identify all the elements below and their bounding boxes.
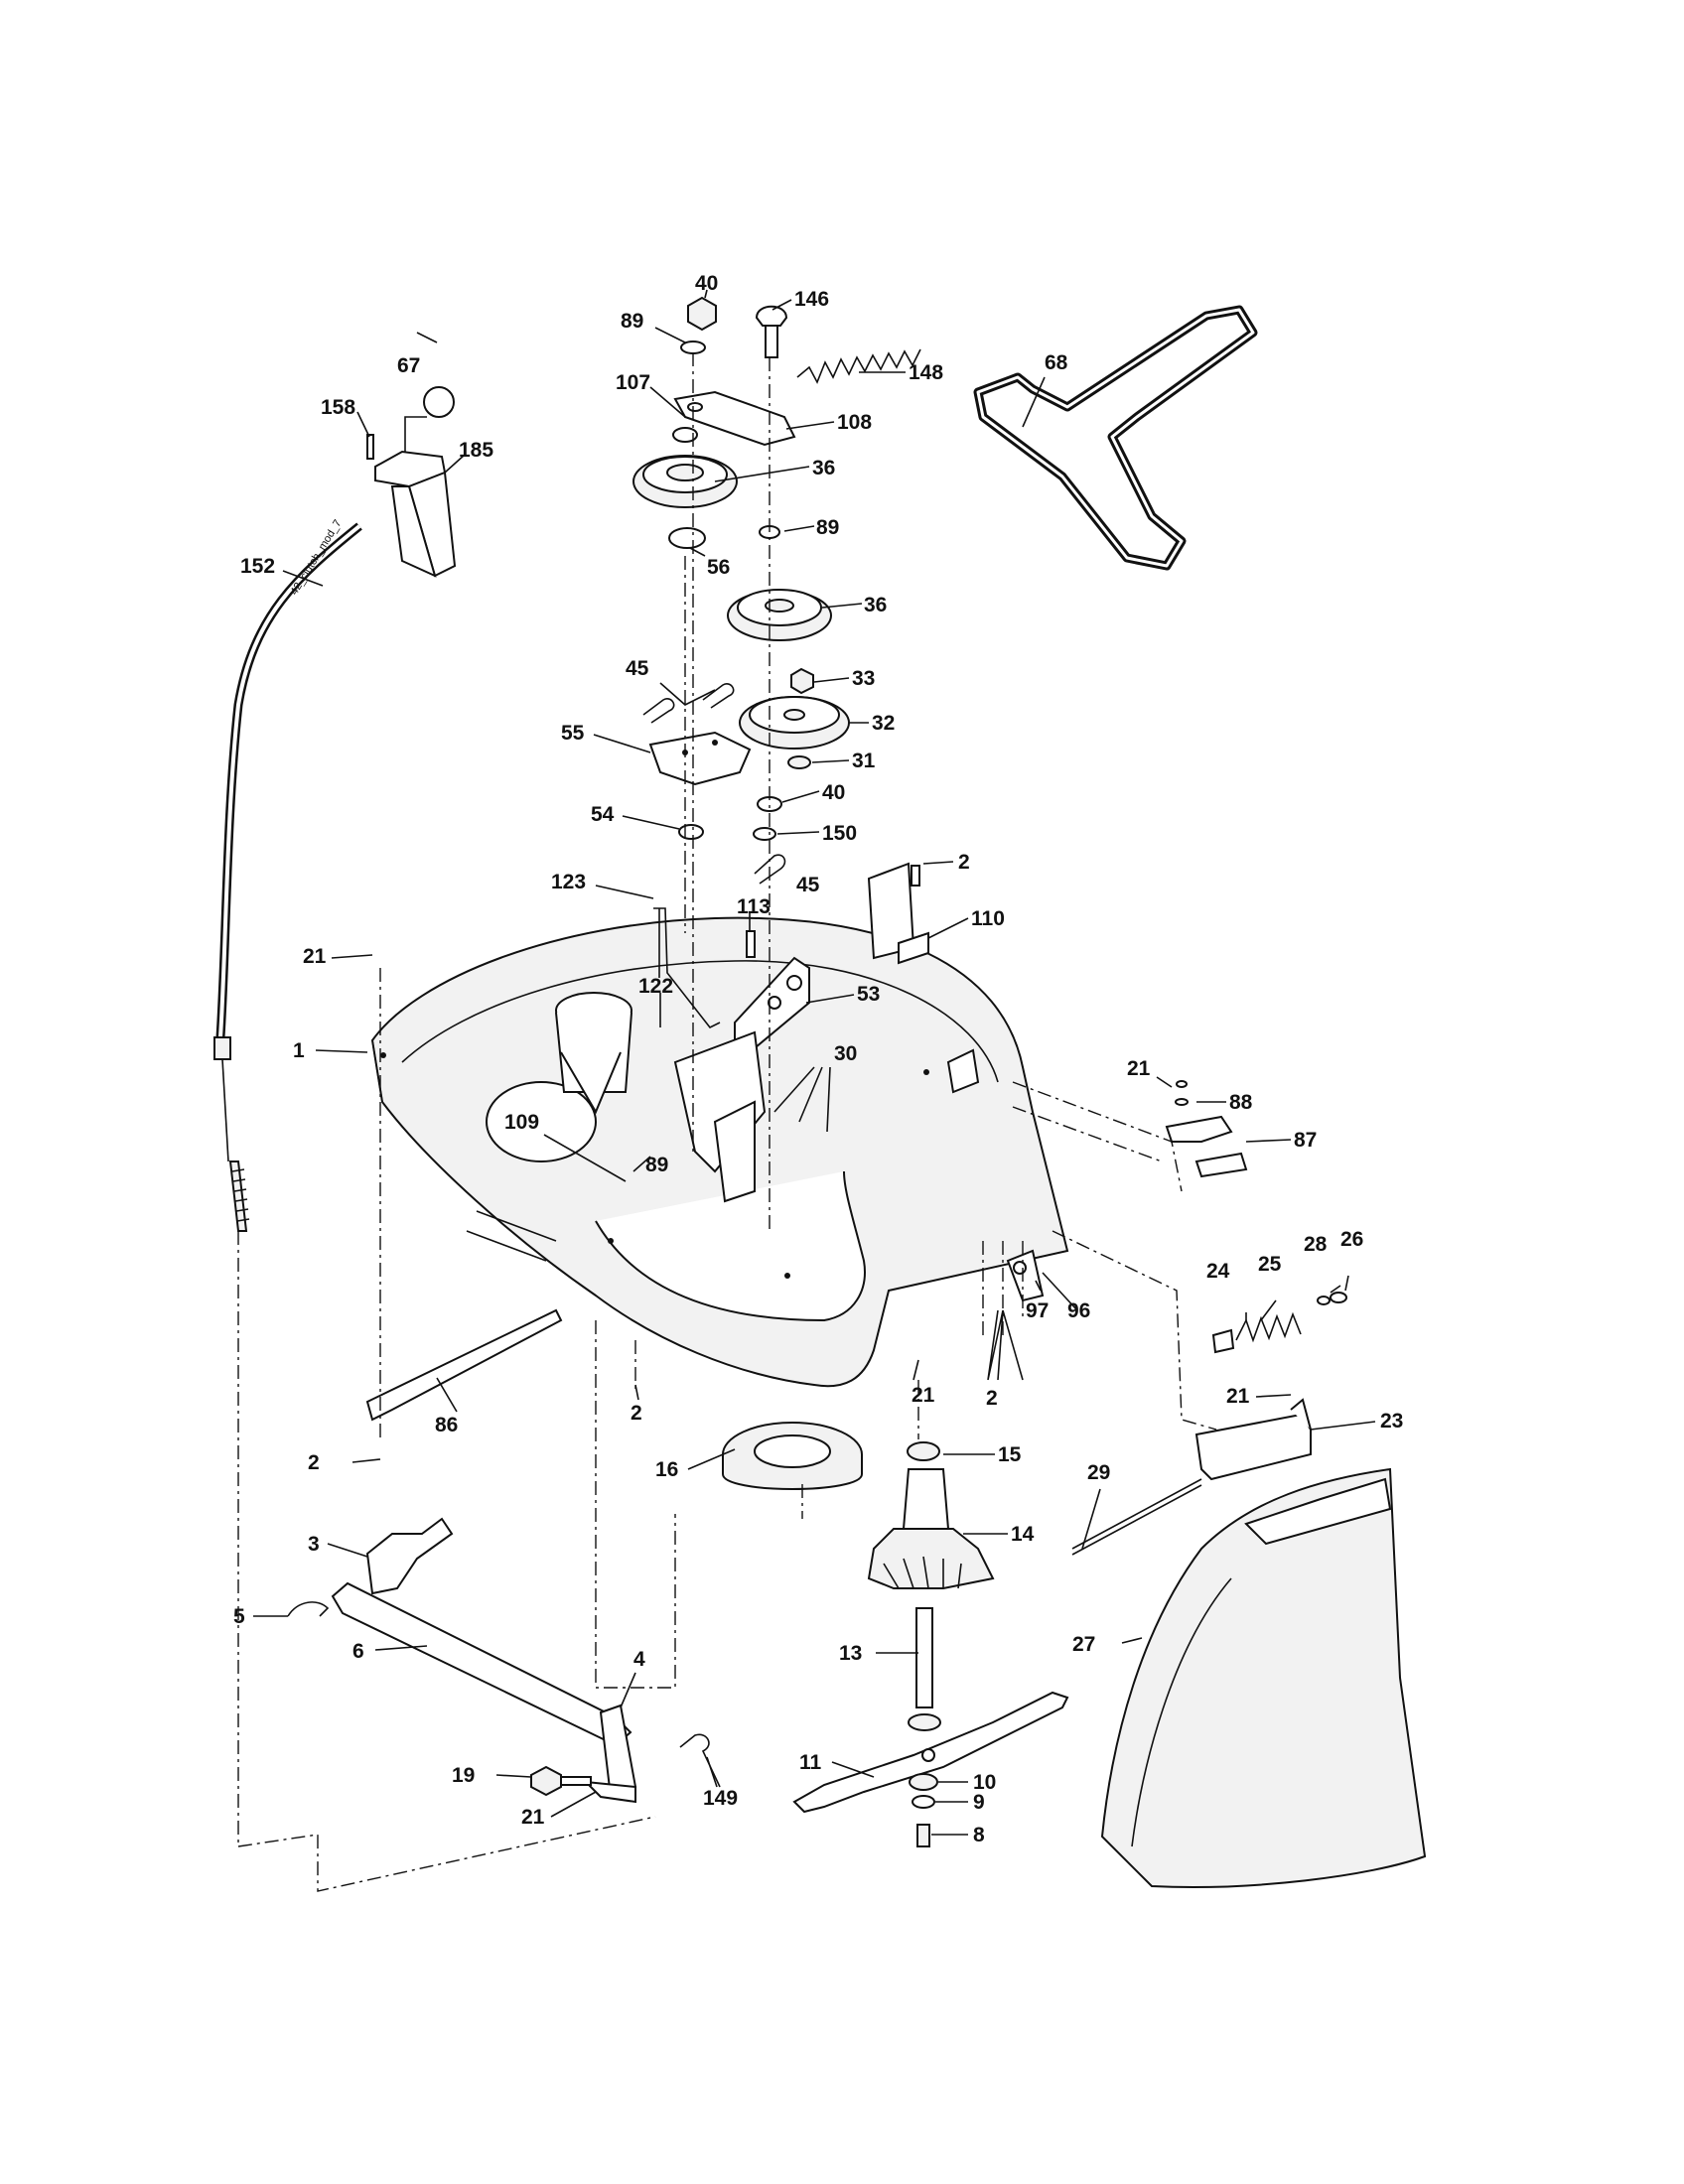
callout-15: 15 xyxy=(998,1443,1022,1466)
callout-31: 31 xyxy=(852,750,876,772)
leader-lines xyxy=(253,289,1376,1836)
callout-2: 2 xyxy=(308,1451,320,1474)
assembly-lines xyxy=(237,352,1217,1892)
callout-67: 67 xyxy=(397,354,420,377)
callout-107: 107 xyxy=(616,371,650,394)
callout-25: 25 xyxy=(1258,1253,1282,1276)
cable-model-text: 42_clutch_mod_7 xyxy=(288,518,344,598)
callout-110: 110 xyxy=(971,907,1005,930)
callout-30: 30 xyxy=(834,1042,857,1065)
callout-185: 185 xyxy=(459,439,493,462)
callout-26: 26 xyxy=(1340,1228,1363,1251)
callout-21: 21 xyxy=(1127,1057,1151,1080)
callout-5: 5 xyxy=(233,1605,245,1628)
deck-right-bracket xyxy=(946,1048,980,1094)
callout-53: 53 xyxy=(857,983,880,1006)
callout-148: 148 xyxy=(909,361,943,384)
upper-assembly xyxy=(632,296,929,1029)
bracket-96 xyxy=(1006,1249,1045,1302)
callout-36: 36 xyxy=(864,594,887,616)
callout-113: 113 xyxy=(737,895,771,918)
callout-2: 2 xyxy=(958,851,970,874)
callout-28: 28 xyxy=(1304,1233,1328,1256)
grass-chute xyxy=(1100,1467,1427,1888)
blade-spindle xyxy=(867,1441,995,1731)
callout-68: 68 xyxy=(1045,351,1068,374)
callout-87: 87 xyxy=(1294,1129,1317,1152)
callout-109: 109 xyxy=(504,1111,539,1134)
washer-10 xyxy=(909,1773,938,1791)
deck-spindle-housing xyxy=(555,992,767,1203)
callout-21: 21 xyxy=(521,1806,545,1829)
callout-56: 56 xyxy=(707,556,730,579)
drive-belt xyxy=(973,305,1258,571)
deck-stabilizer-bracket xyxy=(365,1308,563,1422)
callout-21: 21 xyxy=(912,1384,935,1407)
callout-1: 1 xyxy=(293,1039,305,1062)
callout-89: 89 xyxy=(645,1154,668,1176)
callout-16: 16 xyxy=(655,1458,678,1481)
callout-21: 21 xyxy=(303,945,327,968)
callout-13: 13 xyxy=(839,1642,862,1665)
callout-33: 33 xyxy=(852,667,875,690)
callout-40: 40 xyxy=(695,272,718,295)
callout-146: 146 xyxy=(794,288,829,311)
callout-6: 6 xyxy=(352,1640,364,1663)
callout-3: 3 xyxy=(308,1533,320,1556)
callout-11: 11 xyxy=(799,1751,822,1774)
baffle-ring xyxy=(722,1422,863,1490)
callout-29: 29 xyxy=(1087,1461,1110,1484)
callout-86: 86 xyxy=(435,1414,458,1436)
washer-9 xyxy=(912,1795,935,1809)
mower-blade xyxy=(792,1691,1069,1814)
callout-8: 8 xyxy=(973,1824,985,1846)
callout-14: 14 xyxy=(1011,1523,1035,1546)
callout-36: 36 xyxy=(812,457,835,479)
callout-55: 55 xyxy=(561,722,585,745)
callout-45: 45 xyxy=(796,874,820,896)
callout-40: 40 xyxy=(822,781,845,804)
lift-linkage xyxy=(287,1517,721,1804)
callout-19: 19 xyxy=(452,1764,475,1787)
callout-27: 27 xyxy=(1072,1633,1095,1656)
callout-54: 54 xyxy=(591,803,615,826)
callout-2: 2 xyxy=(631,1402,642,1425)
callout-89: 89 xyxy=(621,310,643,333)
callout-152: 152 xyxy=(240,555,275,578)
callout-96: 96 xyxy=(1067,1299,1090,1322)
callout-149: 149 xyxy=(703,1787,738,1810)
callout-4: 4 xyxy=(633,1648,645,1671)
callout-97: 97 xyxy=(1026,1299,1049,1322)
callout-9: 9 xyxy=(973,1791,985,1814)
right-spring-assembly xyxy=(1071,1080,1347,1556)
callout-45: 45 xyxy=(626,657,649,680)
callout-23: 23 xyxy=(1380,1410,1403,1433)
callout-150: 150 xyxy=(822,822,857,845)
callout-21: 21 xyxy=(1226,1385,1250,1408)
callout-123: 123 xyxy=(551,871,586,893)
callout-122: 122 xyxy=(638,975,673,998)
callout-108: 108 xyxy=(837,411,872,434)
callout-labels: 40 146 89 148 107 108 36 89 56 36 33 32 … xyxy=(233,272,1403,1846)
callout-88: 88 xyxy=(1229,1091,1253,1114)
callout-158: 158 xyxy=(321,396,355,419)
callout-89: 89 xyxy=(816,516,839,539)
callout-10: 10 xyxy=(973,1771,996,1794)
callout-24: 24 xyxy=(1206,1260,1230,1283)
callout-32: 32 xyxy=(872,712,895,735)
callout-2: 2 xyxy=(986,1387,998,1410)
bolt-8 xyxy=(916,1824,930,1847)
